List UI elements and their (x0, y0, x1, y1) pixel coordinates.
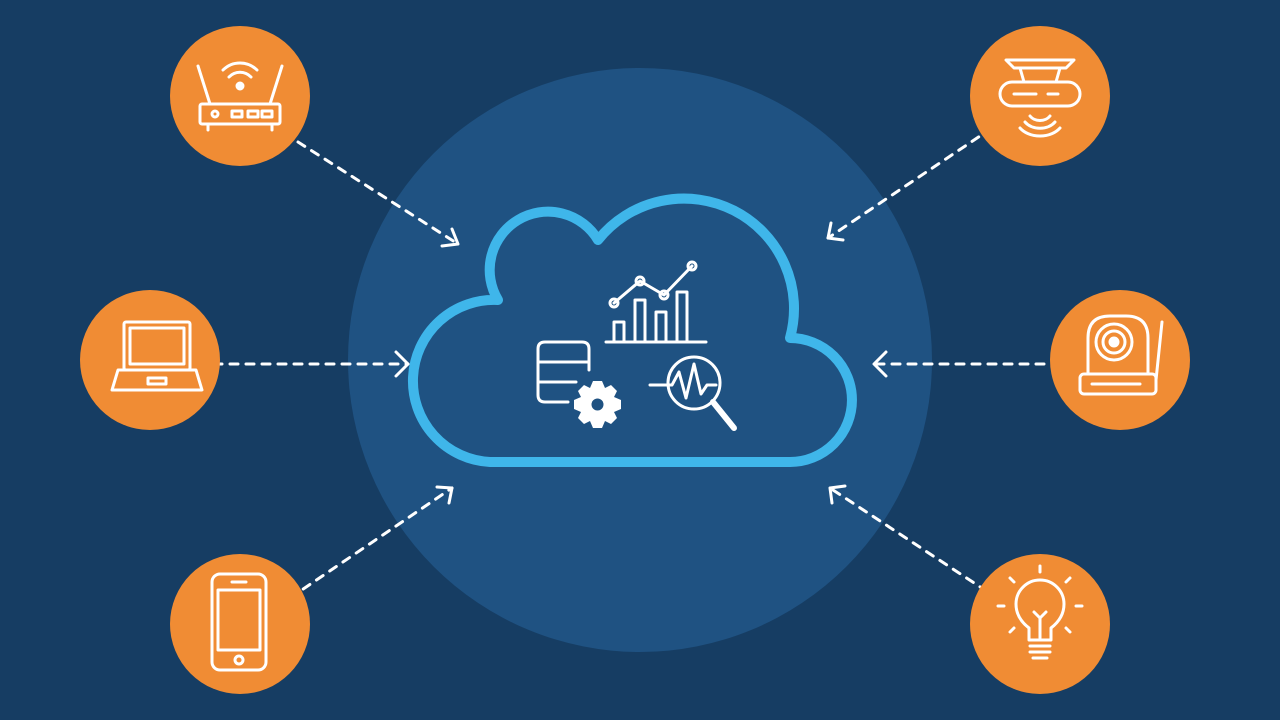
wifi-router-icon (196, 61, 284, 132)
connector-router (296, 140, 460, 248)
hub-circle (348, 68, 932, 652)
connector-laptop (212, 350, 410, 378)
connector-smoke-detector (826, 126, 994, 242)
ceiling-sensor-icon (998, 58, 1082, 138)
node-bulb (970, 554, 1110, 694)
database-settings-icon (536, 340, 621, 428)
node-smoke-detector (970, 26, 1110, 166)
node-smartphone (170, 554, 310, 694)
node-camera (1050, 290, 1190, 430)
signal-search-icon (648, 355, 737, 431)
security-camera-icon (1078, 314, 1164, 396)
laptop-icon (110, 320, 204, 392)
connector-smartphone (288, 485, 454, 600)
node-laptop (80, 290, 220, 430)
connector-camera (872, 350, 1062, 378)
connector-bulb (828, 484, 1002, 602)
connectors (212, 126, 1062, 602)
cloud-outline (407, 193, 857, 467)
device-nodes (80, 26, 1190, 694)
light-bulb-icon (996, 564, 1084, 660)
node-router (170, 26, 310, 166)
analytics-chart-icon (604, 260, 708, 344)
smartphone-icon (210, 572, 268, 672)
